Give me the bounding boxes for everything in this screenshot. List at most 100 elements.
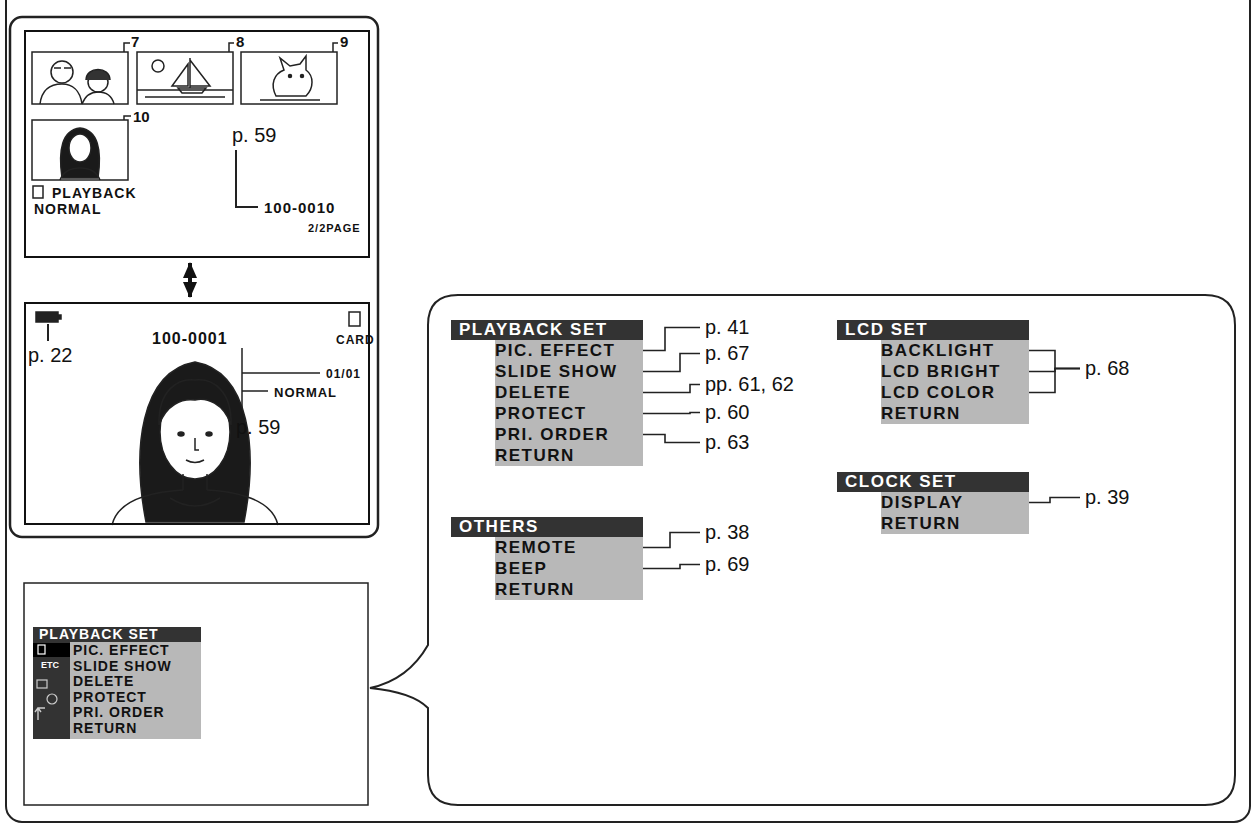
menu-item: SLIDE SHOW: [495, 362, 618, 381]
menu-title-bar: PLAYBACK SET: [33, 627, 201, 642]
screen-text: 100-0001: [152, 330, 228, 348]
menu-row: PIC. EFFECT: [495, 340, 633, 361]
screen-text: CARD: [336, 334, 375, 347]
icon-label: ETC: [41, 661, 59, 671]
menu-row: PRI. ORDER: [73, 705, 193, 721]
menu-items: BACKLIGHT LCD BRIGHTLCD COLORRETURN: [881, 340, 1029, 424]
menu-item: RETURN: [495, 446, 575, 465]
lcd-icon: [37, 680, 47, 688]
thumbnails: [32, 52, 337, 180]
camera-screen: 100-0001CARD01/01NORMAL: [24, 302, 370, 525]
card-icon: [33, 186, 43, 198]
menu-panel: PLAYBACK SETPIC. EFFECTSLIDE SHOWDELETEP…: [451, 320, 643, 466]
page-ref: p. 63: [705, 431, 749, 454]
menu-screen-box: [24, 583, 368, 805]
icon-highlight: [33, 643, 70, 657]
menu-row: DISPLAY: [881, 492, 1019, 513]
page-ref: p. 59: [236, 416, 280, 439]
menu-icons: [33, 642, 70, 738]
card-icon: [349, 312, 360, 326]
menu-item: PRI. ORDER: [73, 704, 165, 720]
callout-number: 7: [131, 33, 139, 50]
card-icon: [38, 645, 45, 654]
menu-icon-column: ETC: [33, 642, 70, 739]
menu-item: PROTECT: [495, 404, 587, 423]
menu-item: DISPLAY: [881, 493, 964, 512]
page-ref: p. 67: [705, 342, 749, 365]
menu-row: LCD BRIGHT: [881, 361, 1019, 382]
screen-text: 100-0010: [264, 200, 335, 217]
menu-title-bar: OTHERS: [451, 517, 643, 537]
page-ref: p. 68: [1085, 357, 1129, 380]
menu-row: RETURN: [881, 513, 1019, 534]
callout-number: 10: [133, 108, 150, 125]
menu-row: PRI. ORDER: [495, 424, 633, 445]
battery-tip: [58, 315, 61, 319]
menu-title: LCD SET: [845, 320, 928, 339]
menu-title-bar: PLAYBACK SET: [451, 320, 643, 340]
menu-row: BACKLIGHT: [881, 340, 1019, 361]
page-ref: p. 60: [705, 401, 749, 424]
menu-panel: LCD SET BACKLIGHT LCD BRIGHTLCD COLORRETUR…: [837, 320, 1029, 424]
menu-panel: PLAYBACK SET ETC PIC. EFFECTSLIDE SHOWDELE…: [33, 627, 201, 739]
screen-text: 2/2PAGE: [308, 222, 361, 234]
menu-items: PIC. EFFECT SLIDE SHOW DELETE PROTECTPRI. O…: [495, 340, 643, 466]
menu-item: PIC. EFFECT: [495, 341, 615, 360]
page-ref: p. 38: [705, 521, 749, 544]
screen-text: 01/01: [326, 368, 361, 381]
screen-panel: [10, 17, 378, 537]
menu-items: PIC. EFFECTSLIDE SHOWDELETEPROTECTPRI. O…: [70, 642, 201, 739]
menu-row: RETURN: [495, 445, 633, 466]
menu-row: DELETE: [73, 674, 193, 690]
page-ref: p. 22: [28, 344, 72, 367]
page-ref: p. 39: [1085, 486, 1129, 509]
menu-item: LCD BRIGHT: [881, 362, 1001, 381]
menu-title: CLOCK SET: [845, 472, 957, 491]
menu-panel: OTHERS REMOTE BEEP RETURN: [451, 517, 643, 600]
leader-line: [236, 150, 258, 207]
screen-text: NORMAL: [34, 202, 101, 217]
menu-item: BEEP: [495, 559, 547, 578]
menu-row: BEEP: [495, 558, 633, 579]
menu-item: DELETE: [73, 673, 134, 689]
menu-row: REMOTE: [495, 537, 633, 558]
page-ref: p. 41: [705, 316, 749, 339]
menu-item: PIC. EFFECT: [73, 642, 170, 658]
menu-row: SLIDE SHOW: [495, 361, 633, 382]
face-illustration: [112, 362, 278, 525]
menu-row: PROTECT: [73, 690, 193, 706]
menu-row: RETURN: [73, 721, 193, 737]
menu-item: RETURN: [881, 514, 961, 533]
menu-title: PLAYBACK SET: [459, 320, 608, 339]
menu-row: PIC. EFFECT: [73, 643, 193, 659]
screen-text: PLAYBACK: [52, 186, 137, 201]
menu-row: RETURN: [881, 403, 1019, 424]
leader-line: [124, 43, 338, 120]
menu-item: RETURN: [495, 580, 575, 599]
menu-panel: CLOCK SET DISPLAY RETURN: [837, 472, 1029, 534]
page-ref: p. 69: [705, 553, 749, 576]
callout-number: 8: [236, 33, 244, 50]
menu-item: DELETE: [495, 383, 571, 402]
speech-bubble: [370, 295, 1235, 805]
menu-items: REMOTE BEEP RETURN: [495, 537, 643, 600]
menu-item: BACKLIGHT: [881, 341, 995, 360]
menu-title-bar: LCD SET: [837, 320, 1029, 340]
menu-row: RETURN: [495, 579, 633, 600]
camera-screen: PLAYBACKNORMAL 100-0010 2/2PAGE: [24, 30, 370, 258]
menu-row: DELETE: [495, 382, 633, 403]
menu-item: REMOTE: [495, 538, 577, 557]
screen-text: NORMAL: [274, 386, 337, 400]
menu-title: OTHERS: [459, 517, 539, 536]
menu-items: DISPLAY RETURN: [881, 492, 1029, 534]
menu-row: SLIDE SHOW: [73, 659, 193, 675]
menu-item: SLIDE SHOW: [73, 658, 172, 674]
clock-icon: [47, 694, 57, 704]
menu-body: ETC PIC. EFFECTSLIDE SHOWDELETEPROTECTPRI…: [33, 642, 201, 739]
page-ref: p. 59: [232, 124, 276, 147]
return-icon: [35, 708, 45, 720]
menu-title: PLAYBACK SET: [39, 626, 159, 642]
leader-line: [242, 348, 320, 410]
menu-row: LCD COLOR: [881, 382, 1019, 403]
menu-row: PROTECT: [495, 403, 633, 424]
